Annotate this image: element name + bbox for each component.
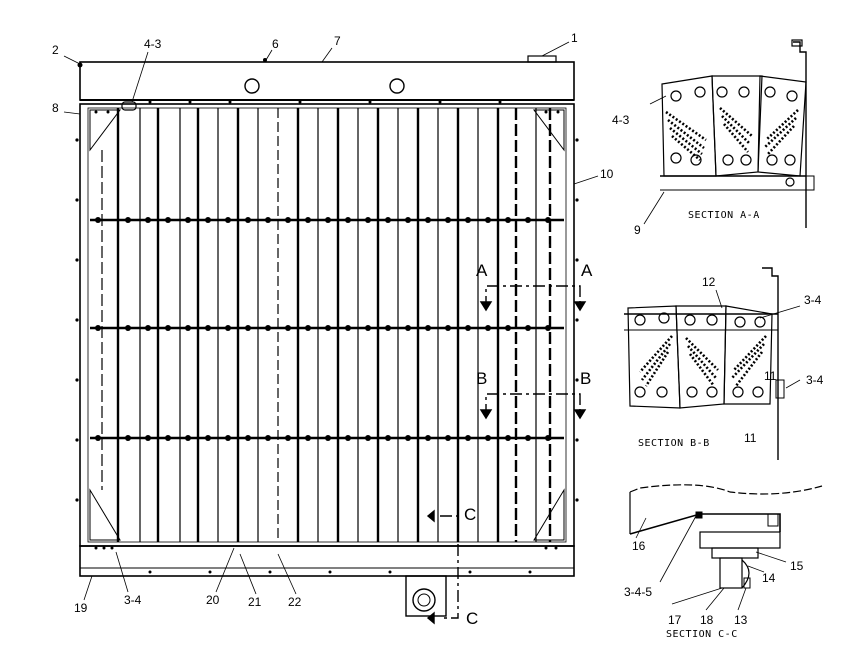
- bottom-outlet: [405, 575, 447, 617]
- edge-bolts: [75, 58, 579, 502]
- callout-10: 10: [600, 167, 614, 181]
- top-tank-port-left: [244, 78, 260, 94]
- callout-7: 7: [334, 34, 341, 48]
- callout-3-4-bottom: 3-4: [124, 593, 142, 607]
- callout-19: 19: [74, 601, 88, 615]
- section-cut-lines: [426, 285, 587, 625]
- section-marker-a-right: A: [581, 261, 593, 280]
- section-cc-label-17: 17: [668, 613, 682, 627]
- section-bb-detail: [624, 267, 801, 460]
- section-cc-label-15: 15: [790, 559, 804, 573]
- section-cc-label-3-4-5: 3-4-5: [624, 585, 652, 599]
- section-cc-label-14: 14: [762, 571, 776, 585]
- section-marker-c-top: C: [464, 505, 476, 524]
- section-bb-label-12: 12: [702, 275, 716, 289]
- core-frame: [79, 103, 575, 547]
- section-aa-label-4-3: 4-3: [612, 113, 630, 127]
- callout-8: 8: [52, 101, 59, 115]
- section-cc-label-13: 13: [734, 613, 748, 627]
- section-aa-detail: [643, 39, 815, 228]
- callout-leaders: [63, 41, 599, 601]
- radiator-main-view: [75, 55, 579, 617]
- section-aa-caption: SECTION A-A: [688, 210, 760, 221]
- callout-2: 2: [52, 43, 59, 57]
- bottom-tank: [79, 545, 575, 577]
- section-bb-caption: SECTION B-B: [638, 438, 710, 449]
- callout-20: 20: [206, 593, 220, 607]
- section-cc-detail: [629, 484, 823, 611]
- section-cc-label-16: 16: [632, 539, 646, 553]
- section-bb-label-3-4-top: 3-4: [804, 293, 822, 307]
- section-bb-label-11b: 11: [744, 431, 757, 445]
- top-tank: [79, 61, 575, 101]
- callout-1: 1: [571, 31, 578, 45]
- top-tank-port-right: [389, 78, 405, 94]
- section-cc-caption: SECTION C-C: [666, 629, 738, 640]
- section-bb-label-3-4-right: 3-4: [806, 373, 824, 387]
- section-marker-b-left: B: [476, 369, 487, 388]
- callout-6: 6: [272, 37, 279, 51]
- tie-rod-bolts: [95, 217, 551, 441]
- callout-22: 22: [288, 595, 302, 609]
- section-marker-a-left: A: [476, 261, 488, 280]
- callout-4-3-top: 4-3: [144, 37, 162, 51]
- section-marker-b-right: B: [580, 369, 591, 388]
- callout-21: 21: [248, 595, 262, 609]
- core-tubes: [101, 108, 552, 542]
- section-marker-c-bottom: C: [466, 609, 478, 628]
- section-cc-label-18: 18: [700, 613, 714, 627]
- section-bb-label-11a: 11: [764, 369, 777, 383]
- filler-cap: [527, 55, 557, 63]
- section-aa-label-9: 9: [634, 223, 641, 237]
